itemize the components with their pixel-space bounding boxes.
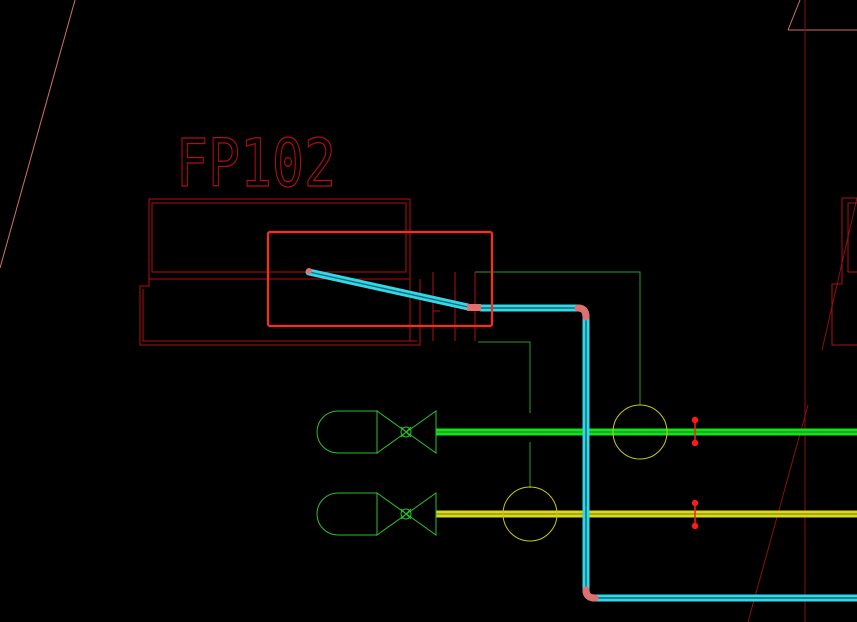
red-break-marker-icon <box>691 416 699 447</box>
equipment-right-shape <box>831 197 857 346</box>
pipe-joint-start <box>306 268 312 274</box>
instrument-bubble-icon[interactable] <box>502 486 558 542</box>
ref-diagonal-left <box>0 0 76 269</box>
equipment-tag-label: FP102 <box>176 125 336 202</box>
ref-diagonal-right-upper <box>821 197 857 351</box>
pipe-end-cap-icon <box>316 410 378 454</box>
thin-connection-lines <box>475 271 641 488</box>
equipment-base-outline-inner <box>142 289 417 342</box>
connection-line-lower <box>478 341 531 413</box>
pipe-end-cap-icon <box>316 492 378 536</box>
red-break-marker-icon <box>691 499 699 530</box>
green-pipe-line[interactable] <box>316 404 857 460</box>
selection-highlight-box[interactable] <box>266 230 494 328</box>
pipe-joint-nozzle <box>467 304 481 311</box>
yellow-pipe-line[interactable] <box>316 486 857 542</box>
gate-valve-icon[interactable] <box>376 410 437 454</box>
cyan-pipe-group[interactable] <box>305 268 857 602</box>
equipment-right-shape-inner <box>847 202 857 273</box>
equipment-base-outline-outer <box>139 279 421 346</box>
equipment-top-box-inner <box>151 202 407 273</box>
instrument-bubble-icon[interactable] <box>612 404 668 460</box>
equipment-top-box-outer <box>148 198 411 280</box>
pipe-joint-elbow-bottom <box>582 586 599 602</box>
connection-line-upper <box>475 271 641 405</box>
gate-valve-icon[interactable] <box>376 492 437 536</box>
ref-diagonal-top-right <box>787 0 801 31</box>
pipe-joint-elbow-top <box>574 304 590 321</box>
